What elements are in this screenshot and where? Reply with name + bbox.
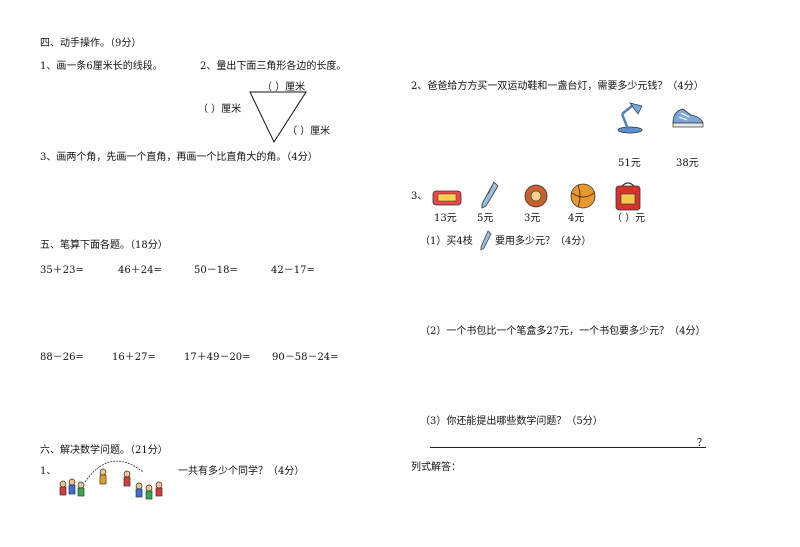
section-6-title: 六、解决数学问题。（21分）	[40, 445, 168, 456]
answer-label: 列式解答：	[411, 462, 461, 473]
sharpener-icon	[524, 184, 548, 208]
lamp-price: 51元	[618, 158, 641, 169]
section-5-title: 五、笔算下面各题。（18分）	[40, 240, 168, 251]
question-3-1-b: 要用多少元？（4分）	[495, 236, 592, 247]
question-3-number: 3、	[411, 191, 428, 202]
question-6-1-number: 1、	[40, 466, 57, 477]
question-2: 2、爸爸给方方买一双运动鞋和一盏台灯，需要多少元钱？（4分）	[411, 81, 704, 92]
section-4-title: 四、动手操作。（9分）	[40, 38, 142, 49]
question-mark: ？	[697, 438, 707, 449]
calc-item: 88－26=	[40, 352, 84, 363]
calc-item: 35＋23=	[40, 265, 84, 276]
triangle-right-label: （ ）厘米	[287, 126, 331, 137]
price-tag: 5元	[477, 213, 494, 224]
calc-item: 17＋49－20=	[184, 352, 251, 363]
question-4-3: 3、画两个角，先画一个直角，再画一个比直角大的角。（4分）	[40, 152, 318, 163]
calc-item: 16＋27=	[112, 352, 156, 363]
pen-icon	[481, 181, 499, 209]
question-6-1-text: 一共有多少个同学？（4分）	[178, 466, 305, 477]
pen-icon	[480, 230, 492, 251]
price-tag: 4元	[568, 213, 585, 224]
triangle-left-label: （ ）厘米	[198, 104, 242, 115]
question-3-1-a: （1）买4枝	[420, 236, 473, 247]
sneaker-icon	[672, 108, 704, 128]
desk-lamp-icon	[617, 102, 643, 134]
children-playing-icon	[59, 460, 163, 500]
price-tag: 13元	[434, 213, 457, 224]
ball-icon	[570, 183, 596, 209]
triangle-top-label: （ ）厘米	[262, 82, 306, 93]
calc-item: 46＋24=	[118, 265, 162, 276]
question-3-2: （2）一个书包比一个笔盒多27元，一个书包要多少元？（4分）	[420, 326, 706, 337]
question-4-2: 2、量出下面三角形各边的长度。	[200, 61, 347, 72]
calc-item: 90－58－24=	[272, 352, 339, 363]
triangle-figure	[249, 91, 307, 144]
calc-item: 50－18=	[194, 265, 238, 276]
price-tag: （ ）元	[612, 213, 646, 224]
price-tag: 3元	[524, 213, 541, 224]
backpack-icon	[615, 182, 641, 211]
pencil-box-icon	[432, 190, 462, 206]
calc-item: 42－17=	[271, 265, 315, 276]
shoe-price: 38元	[676, 158, 699, 169]
question-4-1: 1、画一条6厘米长的线段。	[40, 61, 163, 72]
question-3-3: （3）你还能提出哪些数学问题？（5分）	[420, 416, 603, 427]
answer-line	[430, 447, 706, 448]
